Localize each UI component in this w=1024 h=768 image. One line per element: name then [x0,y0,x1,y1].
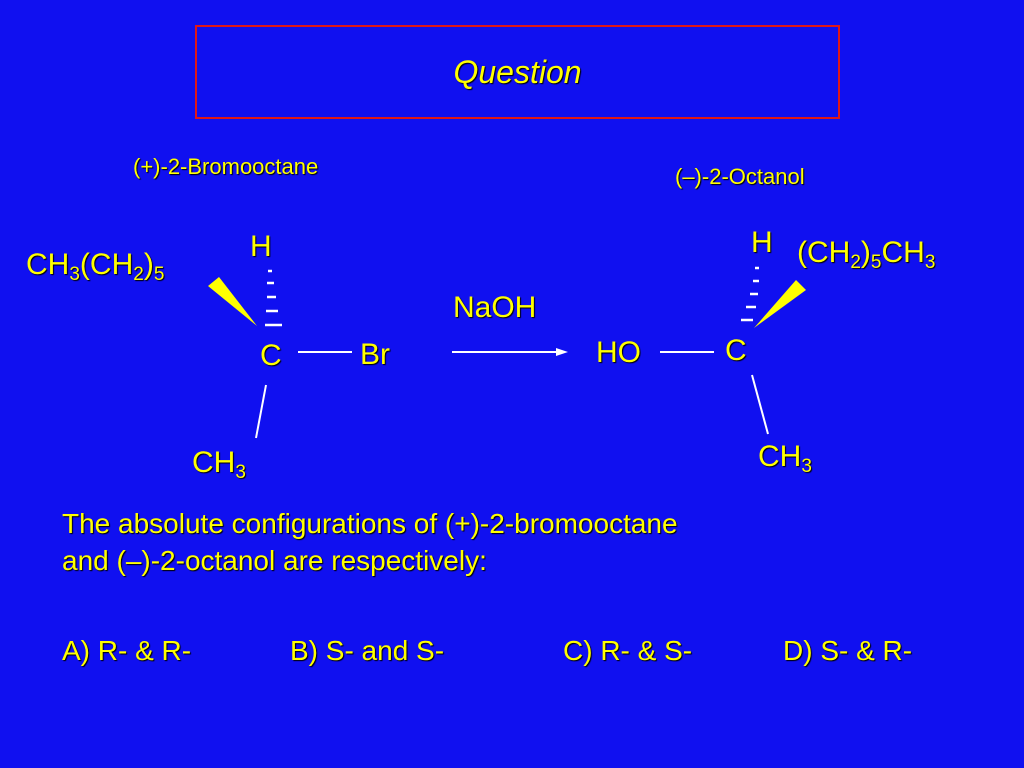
question-line-1: The absolute configurations of (+)-2-bro… [62,508,678,539]
reactant-carbon: C [260,339,282,372]
reactant-h: H [250,230,272,263]
product-name: (–)-2-Octanol [675,164,805,189]
title-box: Question [195,25,840,119]
choice-d[interactable]: D) S- & R- [783,635,913,666]
reagent-label: NaOH [453,291,537,324]
choice-c[interactable]: C) R- & S- [563,635,693,666]
choice-a[interactable]: A) R- & R- [62,635,192,666]
reactant-c-ch3-bond [255,384,267,439]
choice-b[interactable]: B) S- and S- [290,635,445,666]
product-methyl: CH3 [758,440,812,477]
reactant-methyl: CH3 [192,446,246,483]
product-c-ch3-bond [751,374,769,435]
product-wedge-bond [754,280,806,328]
reaction-arrow [452,348,568,356]
product-h: H [751,226,773,259]
reactant-name: (+)-2-Bromooctane [133,154,319,179]
product-hydroxyl: HO [596,336,641,369]
reactant-bromine: Br [360,338,390,371]
reactant-hashed-bond [265,269,282,327]
reactant-chain: CH3(CH2)5 [26,248,165,285]
product-hashed-bond [741,266,759,322]
slide-title: Question [453,53,582,90]
product-chain: (CH2)5CH3 [797,236,936,273]
product-carbon: C [725,334,747,367]
reactant-wedge-bond [208,277,257,326]
question-line-2: and (–)-2-octanol are respectively: [62,545,487,576]
